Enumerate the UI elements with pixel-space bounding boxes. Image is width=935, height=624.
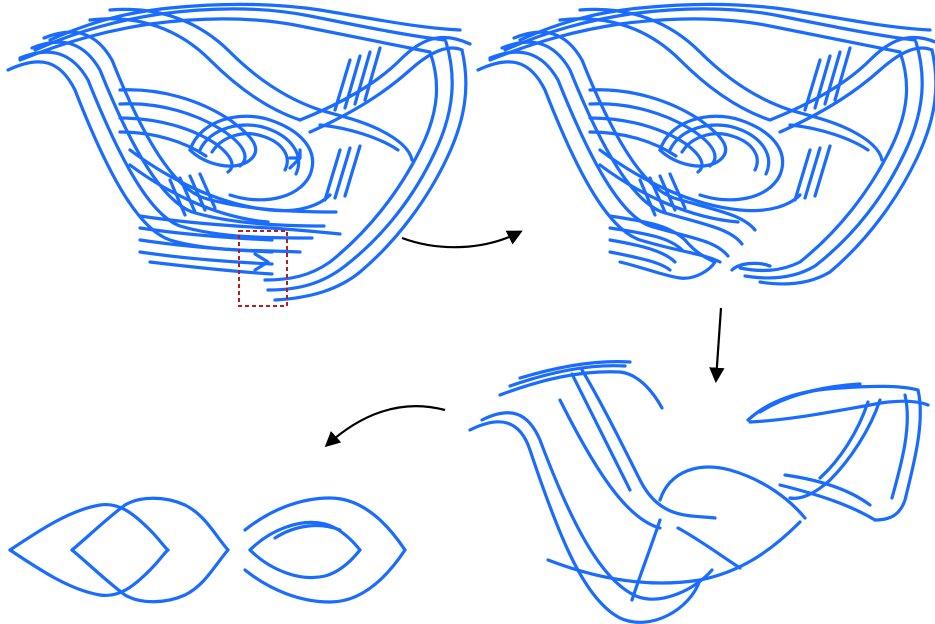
- panel-3-front-diagram: [470, 362, 928, 623]
- panel-4-nested-diagram: [245, 498, 405, 602]
- arrow-panel-3-to-4: [327, 406, 445, 445]
- panel-4-final-diagrams: [10, 498, 405, 602]
- highlight-box: [239, 231, 287, 306]
- panel-3-center-loop: [548, 467, 805, 600]
- panel-2-outer-strands: [478, 4, 930, 262]
- panel-2-front-diagram: [478, 4, 935, 283]
- arrow-panel-2-to-3: [716, 308, 721, 380]
- arrow-panel-1-to-2: [402, 232, 520, 247]
- panel-1-right-strands: [265, 37, 470, 300]
- panel-4-two-crossing-diagram: [10, 498, 228, 602]
- panel-3-right-wing: [748, 384, 928, 520]
- panel-1-front-diagram: [8, 4, 470, 306]
